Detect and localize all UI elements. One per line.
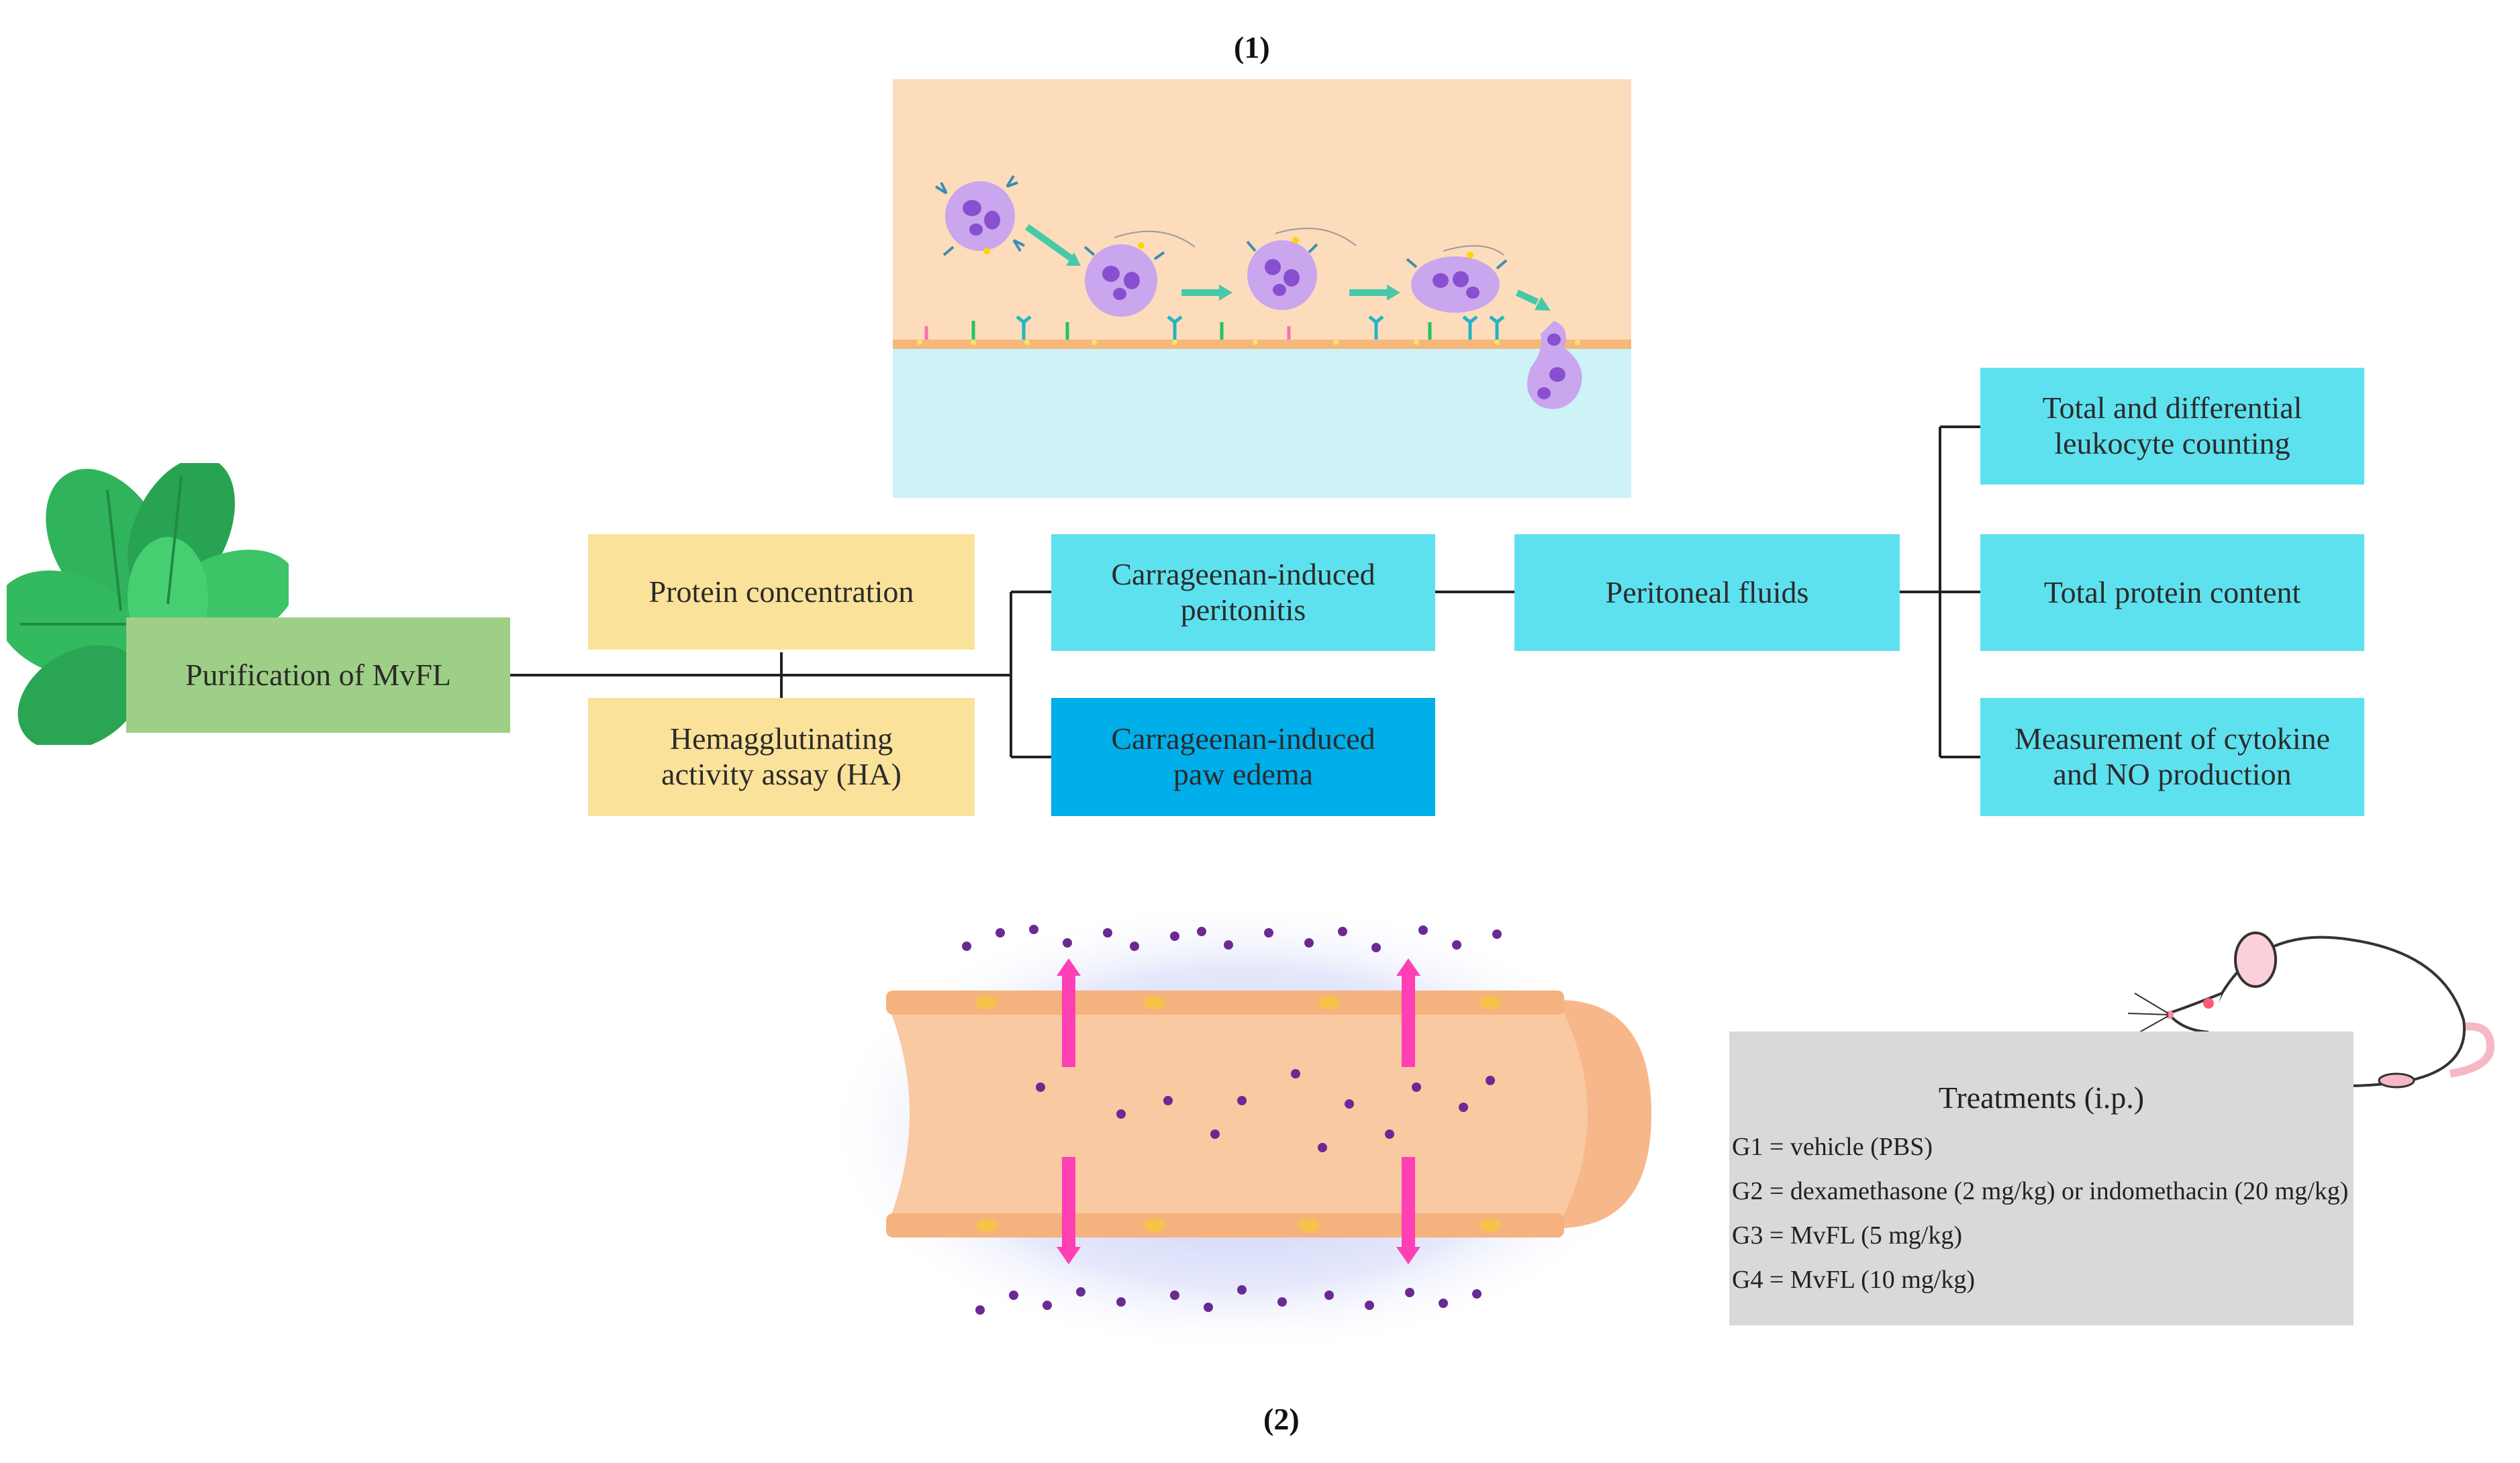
cytokine-label-line2: and NO production	[2053, 757, 2292, 791]
total-protein-box: Total protein content	[1980, 534, 2364, 651]
peritoneal-fluids-label: Peritoneal fluids	[1605, 574, 1809, 609]
cytokine-measurement-box: Measurement of cytokine and NO productio…	[1980, 698, 2364, 816]
peritonitis-label-line1: Carrageenan-induced	[1111, 557, 1375, 592]
total-protein-label: Total protein content	[2043, 574, 2301, 609]
treatment-group-3: G3 = MvFL (5 mg/kg)	[1732, 1221, 1963, 1250]
peritoneal-fluids-box: Peritoneal fluids	[1514, 534, 1900, 651]
peritonitis-label-line2: peritonitis	[1180, 593, 1306, 627]
endothelium-layer	[893, 340, 1631, 349]
leukocyte-migration-illustration	[893, 79, 1631, 498]
peritonitis-box: Carrageenan-induced peritonitis	[1051, 534, 1435, 651]
ha-label-line2: activity assay (HA)	[661, 757, 902, 791]
paw-edema-label-line1: Carrageenan-induced	[1111, 721, 1375, 756]
protein-concentration-label: Protein concentration	[648, 574, 914, 609]
panel-label-2: (2)	[1263, 1402, 1300, 1436]
treatments-panel: Treatments (i.p.) G1 = vehicle (PBS) G2 …	[1729, 1031, 2354, 1325]
leukocyte-label-line1: Total and differential	[2042, 391, 2303, 425]
paw-edema-label-line2: paw edema	[1173, 757, 1314, 791]
purification-box: Purification of MvFL	[126, 617, 510, 733]
hemagglutinating-assay-box: Hemagglutinating activity assay (HA)	[588, 698, 975, 816]
treatment-group-1: G1 = vehicle (PBS)	[1732, 1133, 1933, 1161]
vessel-permeability-illustration	[826, 899, 1658, 1342]
leukocyte-label-line2: leukocyte counting	[2054, 426, 2290, 460]
ha-label-line1: Hemagglutinating	[669, 721, 893, 756]
treatment-group-4: G4 = MvFL (10 mg/kg)	[1732, 1266, 1976, 1294]
leukocyte-counting-box: Total and differential leukocyte countin…	[1980, 368, 2364, 485]
treatment-group-2: G2 = dexamethasone (2 mg/kg) or indometh…	[1732, 1177, 2349, 1205]
purification-label: Purification of MvFL	[185, 657, 452, 692]
vessel-lumen-background	[893, 348, 1631, 498]
leukocyte-cells	[945, 181, 1582, 409]
protein-concentration-box: Protein concentration	[588, 534, 975, 650]
cytokine-label-line1: Measurement of cytokine	[2014, 721, 2331, 756]
treatments-title: Treatments (i.p.)	[1938, 1080, 2145, 1115]
paw-edema-box: Carrageenan-induced paw edema	[1051, 698, 1435, 816]
panel-label-1: (1)	[1234, 30, 1270, 64]
